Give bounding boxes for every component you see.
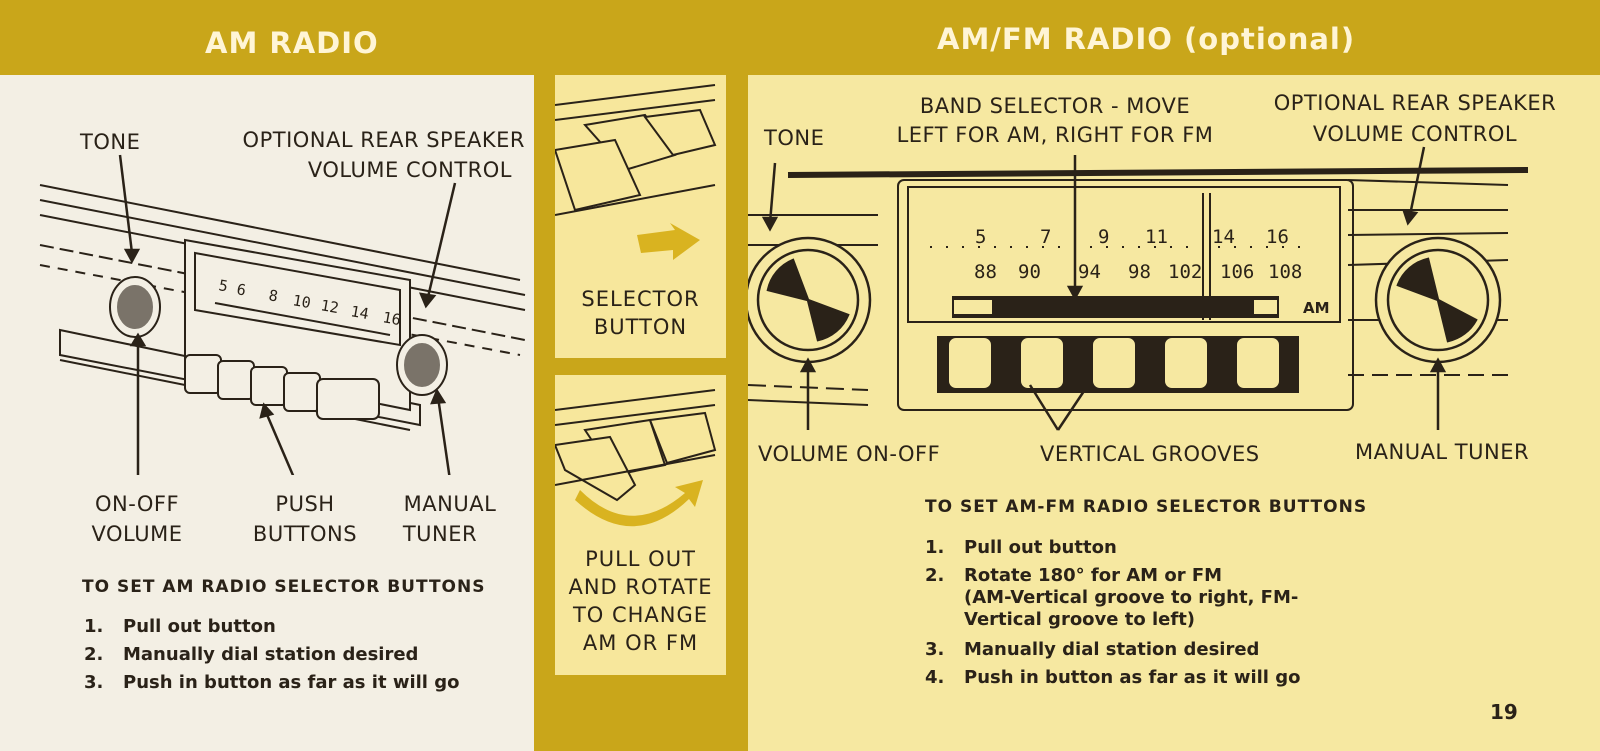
list-item: 3.Manually dial station desired	[925, 639, 1260, 660]
am-dial-number: 9	[1098, 226, 1109, 248]
am-dial-number: 7	[1040, 226, 1051, 248]
am-dial-scale: 5 6 8 10 12 14 16	[217, 276, 402, 329]
vertical-grooves-label: VERTICAL GROOVES	[1040, 442, 1260, 466]
fm-dial-number: 90	[1018, 261, 1041, 283]
am-radio-title: AM RADIO	[205, 26, 379, 60]
amfm-radio-title: AM/FM RADIO (optional)	[937, 22, 1356, 56]
am-dial-number: 14	[349, 302, 370, 323]
selector-label-line1: SELECTOR	[581, 287, 700, 311]
pull-label-line4: AM OR FM	[582, 631, 699, 655]
amfm-tone-label: TONE	[764, 126, 825, 150]
selector-label-line2: BUTTON	[593, 315, 688, 339]
am-dial-number: 12	[319, 296, 340, 317]
fm-dial-number: 94	[1078, 261, 1101, 283]
am-dial-number: 6	[235, 280, 247, 299]
fm-dial-number: 98	[1128, 261, 1151, 283]
list-item: 2.Manually dial station desired	[84, 644, 419, 665]
am-manual-label-line1: MANUAL	[403, 492, 497, 516]
pull-label-line2: AND ROTATE	[568, 575, 713, 599]
amfm-right-knob	[1374, 236, 1502, 364]
am-dial-number: 16	[381, 308, 402, 329]
list-item: 1.Pull out button	[925, 537, 1117, 558]
am-dial-number: 16	[1266, 226, 1289, 248]
fm-dial-number: 108	[1268, 261, 1302, 283]
pull-label-line3: TO CHANGE	[572, 603, 709, 627]
am-manual-label-line2: TUNER	[402, 522, 478, 546]
rotate-arrow-icon	[575, 480, 703, 527]
am-dial-number: 10	[291, 291, 312, 312]
selector-arrow-icon	[637, 223, 700, 260]
am-on-off-label-line1: ON-OFF	[94, 492, 180, 516]
am-radio-illustration: 5 6 8 10 12 14 16	[39, 154, 526, 475]
am-push-label-line2: BUTTONS	[252, 522, 358, 546]
am-push-label-line1: PUSH	[275, 492, 335, 516]
amfm-radio-illustration: 5 7 9 11 14 16 88 90 94 98 102 106 108 A…	[748, 146, 1529, 431]
list-item: 4.Push in button as far as it will go	[925, 667, 1301, 688]
band-selector-label-line1: BAND SELECTOR - MOVE	[919, 94, 1191, 118]
fm-dial-number: 88	[974, 261, 997, 283]
am-dial-number: 14	[1212, 226, 1235, 248]
amfm-dial-fm: 88 90 94 98 102 106 108	[974, 261, 1302, 283]
selector-button-illustration	[555, 84, 717, 260]
amfm-rear-speaker-label-line1: OPTIONAL REAR SPEAKER	[1273, 91, 1557, 115]
manual-tuner-label: MANUAL TUNER	[1355, 440, 1530, 464]
am-rear-speaker-label-line1: OPTIONAL REAR SPEAKER	[242, 128, 525, 152]
amfm-dial-am: 5 7 9 11 14 16	[975, 226, 1289, 248]
pull-label-line1: PULL OUT	[585, 547, 696, 571]
list-item: 3.Push in button as far as it will go	[84, 672, 460, 693]
am-instructions-title: TO SET AM RADIO SELECTOR BUTTONS	[82, 577, 486, 597]
page-number: 19	[1490, 700, 1518, 724]
am-right-knob	[396, 334, 448, 396]
am-tone-label: TONE	[80, 130, 141, 154]
am-left-knob	[109, 276, 161, 338]
am-push-buttons	[184, 354, 380, 420]
volume-on-off-label: VOLUME ON-OFF	[758, 442, 941, 466]
am-indicator: AM	[1303, 299, 1330, 317]
amfm-left-knob	[748, 236, 872, 364]
am-rear-speaker-label-line2: VOLUME CONTROL	[307, 158, 512, 182]
amfm-instructions-list: 1.Pull out button 2. Rotate 180° for AM …	[925, 534, 1425, 692]
am-dial-number: 8	[267, 286, 279, 305]
band-selector-label-line2: LEFT FOR AM, RIGHT FOR FM	[896, 123, 1214, 147]
am-instructions-list: 1.Pull out button 2.Manually dial statio…	[84, 613, 524, 697]
list-item: 2. Rotate 180° for AM or FM (AM-Vertical…	[925, 565, 1299, 630]
am-dial-number: 5	[217, 276, 229, 295]
list-item: 1.Pull out button	[84, 616, 276, 637]
fm-dial-number: 102	[1168, 261, 1202, 283]
am-dial-number: 11	[1145, 226, 1168, 248]
band-selector-slot	[952, 296, 1279, 318]
fm-dial-number: 106	[1220, 261, 1254, 283]
amfm-push-buttons	[937, 336, 1299, 393]
am-dial-number: 5	[975, 226, 986, 248]
amfm-rear-speaker-label-line2: VOLUME CONTROL	[1312, 122, 1518, 146]
pull-rotate-illustration	[555, 389, 717, 527]
amfm-instructions-title: TO SET AM-FM RADIO SELECTOR BUTTONS	[925, 497, 1368, 517]
am-on-off-label-line2: VOLUME	[91, 522, 183, 546]
